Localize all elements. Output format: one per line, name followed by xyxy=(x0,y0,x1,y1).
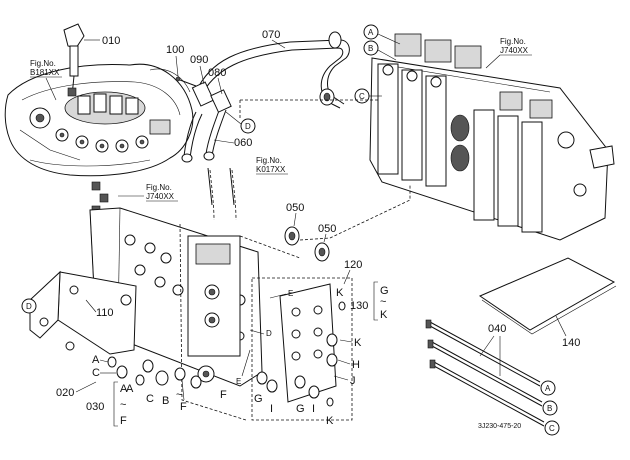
marker-d-top-letter: D xyxy=(245,122,251,131)
seal-letter-tilde1: ~ xyxy=(176,389,182,401)
callout-050a: 050 xyxy=(286,202,304,214)
marker-d-left-letter: D xyxy=(26,302,32,311)
seal-letter-k-top: K xyxy=(336,287,344,299)
marker-b-top xyxy=(363,40,379,56)
fig-ref-k017-line2: K017XX xyxy=(256,165,286,174)
seal-letter-h1: H xyxy=(352,359,360,371)
marker-c-rod-letter: C xyxy=(549,424,555,433)
range-130-tilde: ~ xyxy=(380,296,386,308)
callout-120: 120 xyxy=(344,259,362,271)
seal-letter-f1: F xyxy=(180,401,187,413)
seal-letter-a1: A xyxy=(92,354,100,366)
callout-140: 140 xyxy=(562,337,580,349)
callout-040: 040 xyxy=(488,323,506,335)
callout-020: 020 xyxy=(56,387,74,399)
seal-letter-j1: J xyxy=(350,375,356,387)
hydraulic-pipe-icon xyxy=(175,31,350,163)
range-130-bottom: K xyxy=(380,309,388,321)
marker-a-top-letter: A xyxy=(368,28,374,37)
marker-c-rod xyxy=(544,420,560,436)
seal-letter-a2: A xyxy=(126,383,134,395)
seal-letter-k-mid: K xyxy=(354,337,362,349)
callout-110: 110 xyxy=(96,307,114,319)
fitting-050a xyxy=(284,226,300,246)
callout-100: 100 xyxy=(166,44,184,56)
fig-ref-b181-line2: B181XX xyxy=(30,68,60,77)
marker-c-top-letter: C xyxy=(359,92,365,101)
marker-b-top-letter: B xyxy=(368,44,373,53)
fig-ref-j740-mid-line1: Fig.No. xyxy=(146,183,172,192)
seal-letter-g1: G xyxy=(254,393,263,405)
seal-letter-k-bot: K xyxy=(326,415,334,427)
seal-letter-d-mid: D xyxy=(266,329,272,338)
callout-010: 010 xyxy=(102,35,120,47)
callout-030: 030 xyxy=(86,401,104,413)
callout-060: 060 xyxy=(234,137,252,149)
callout-080: 080 xyxy=(208,67,226,79)
fig-ref-b181-line1: Fig.No. xyxy=(30,59,56,68)
callout-050b: 050 xyxy=(318,223,336,235)
range-030-bottom: F xyxy=(120,415,127,427)
fig-ref-j740-top-line1: Fig.No. xyxy=(500,37,526,46)
marker-a-top xyxy=(363,24,379,40)
gasket-sheet-icon xyxy=(478,257,617,335)
marker-b-rod-letter: B xyxy=(547,404,552,413)
mounting-bracket-icon xyxy=(29,270,137,355)
range-030-top: A xyxy=(120,383,128,395)
callout-090: 090 xyxy=(190,54,208,66)
fitting-050b xyxy=(314,242,330,262)
seal-letter-e-bot: E xyxy=(236,377,241,386)
range-130-top: G xyxy=(380,285,389,297)
marker-a-rod-letter: A xyxy=(545,384,551,393)
marker-b-rod xyxy=(542,400,558,416)
engine-block-icon xyxy=(4,63,194,177)
tie-rod-icon xyxy=(425,319,545,427)
marker-a-rod xyxy=(540,380,556,396)
fig-ref-j740-mid-line2: J740XX xyxy=(146,192,175,201)
seal-letter-b1: B xyxy=(162,395,169,407)
drawing-number: 3J230-475-20 xyxy=(478,423,521,430)
valve-panel-second xyxy=(279,283,337,403)
seal-letter-e-top: E xyxy=(288,289,293,298)
seal-letter-c1: C xyxy=(92,367,100,379)
seal-letter-c2: C xyxy=(146,393,154,405)
callout-130: 130 xyxy=(350,300,368,312)
control-valve-assembly-icon xyxy=(369,33,615,241)
range-030-tilde: ~ xyxy=(120,399,126,411)
seal-letter-g2: G xyxy=(296,403,305,415)
marker-d-left xyxy=(21,298,37,314)
fig-ref-k017-line1: Fig.No. xyxy=(256,156,282,165)
seal-set-030 xyxy=(107,356,202,389)
seal-letter-i2: I xyxy=(312,403,315,415)
callout-070: 070 xyxy=(262,29,280,41)
fig-ref-j740-top-line2: J740XX xyxy=(500,46,529,55)
seal-letter-i1: I xyxy=(270,403,273,415)
marker-d-top xyxy=(240,118,256,134)
lever-icon xyxy=(63,23,85,97)
seal-letter-f2: F xyxy=(220,389,227,401)
